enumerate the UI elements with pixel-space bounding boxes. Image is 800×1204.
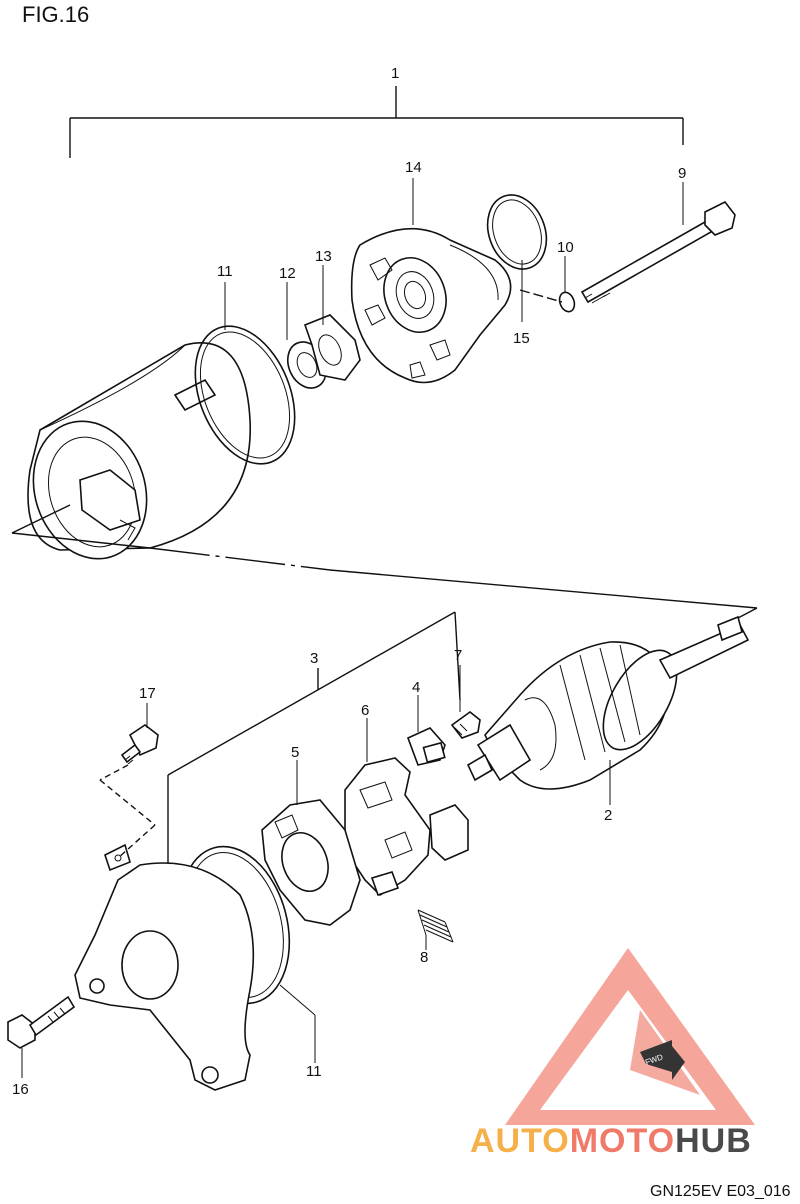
yoke-housing (27, 342, 251, 560)
callout-6: 6 (361, 702, 369, 719)
callout-16: 16 (12, 1081, 29, 1098)
spring-8 (417, 909, 454, 943)
o-ring-11-top (194, 325, 296, 465)
armature-2 (466, 615, 750, 790)
callout-9: 9 (678, 165, 686, 182)
callout-13: 13 (315, 248, 332, 265)
watermark-logo: FWD (505, 948, 755, 1125)
screw-17 (120, 724, 159, 765)
group-1-bracket (69, 86, 684, 158)
callout-10: 10 (557, 239, 574, 256)
watermark-triangle-icon (505, 948, 755, 1125)
callout-1: 1 (391, 65, 399, 82)
callout-4: 4 (412, 679, 420, 696)
watermark-part-auto: AUTO (470, 1122, 570, 1160)
figure-code: GN125EV E03_016 (650, 1183, 791, 1200)
brush-4 (406, 727, 446, 766)
figure-title: FIG.16 (22, 2, 89, 27)
washer-13 (303, 314, 361, 381)
watermark-part-moto: MOTO (570, 1122, 675, 1160)
fwd-arrow-icon (640, 1040, 685, 1080)
callout-5: 5 (291, 744, 299, 761)
through-bolt-9 (580, 200, 736, 304)
bolt-16 (7, 995, 76, 1049)
brush-plate-5 (261, 799, 361, 926)
end-cover-14 (350, 227, 512, 384)
callout-3: 3 (310, 650, 318, 667)
watermark-text: AUTOMOTOHUB (470, 1122, 752, 1160)
watermark-part-hub: HUB (675, 1122, 752, 1160)
front-housing (74, 843, 255, 1091)
callout-14: 14 (405, 159, 422, 176)
callout-15: 15 (513, 330, 530, 347)
alignment-lines-bottom (99, 607, 758, 859)
screw-7 (450, 710, 481, 739)
group-3-bracket (167, 611, 461, 870)
brush-holder-6 (344, 757, 469, 897)
washer-10 (558, 291, 576, 313)
callout-12: 12 (279, 265, 296, 282)
callout-7: 7 (454, 647, 462, 664)
callout-11-top: 11 (217, 263, 233, 280)
callout-17: 17 (139, 685, 156, 702)
callout-2: 2 (604, 807, 612, 824)
leader-lines-top (224, 178, 684, 340)
o-ring-15 (486, 194, 548, 270)
leader-lines-bottom (21, 665, 611, 1078)
callout-11-bottom: 11 (306, 1063, 322, 1080)
callout-8: 8 (420, 949, 428, 966)
alignment-lines-top (11, 289, 758, 609)
